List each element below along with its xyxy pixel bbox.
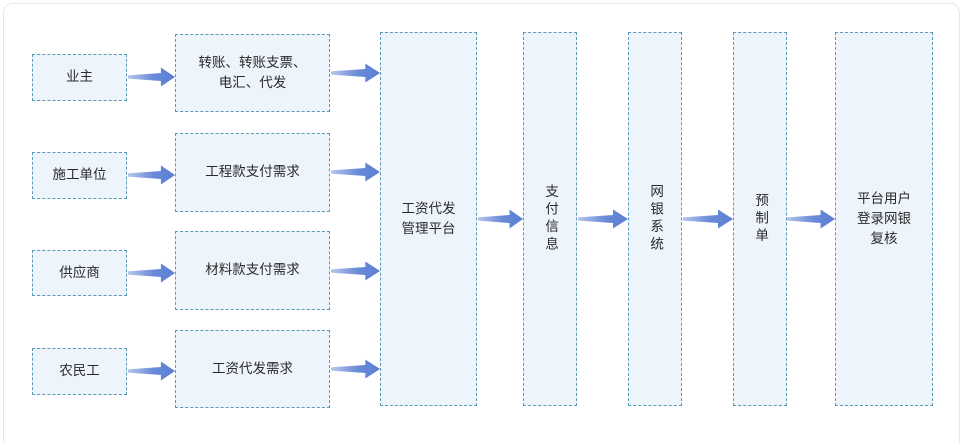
node-label-pay-info: 支付信息 bbox=[542, 184, 559, 254]
node-ebank-system[interactable]: 网银系统 bbox=[628, 32, 682, 406]
node-salary-need[interactable]: 工资代发需求 bbox=[175, 330, 330, 408]
arrow-supplier-to-material bbox=[128, 262, 175, 284]
arrow-glyph-icon bbox=[331, 63, 380, 83]
arrow-glyph-icon bbox=[128, 67, 175, 87]
node-pay-info[interactable]: 支付信息 bbox=[523, 32, 577, 406]
node-label-contractor: 施工单位 bbox=[52, 167, 107, 184]
arrow-material-to-platform bbox=[331, 260, 380, 282]
arrow-glyph-icon bbox=[578, 209, 628, 229]
arrow-contractor-to-project bbox=[128, 164, 175, 186]
arrow-payinfo-to-ebank bbox=[578, 208, 628, 230]
node-label-project-pay: 工程款支付需求 bbox=[205, 164, 300, 181]
node-label-transfer: 转账、转账支票、 电汇、代发 bbox=[198, 54, 307, 91]
arrow-glyph-icon bbox=[787, 209, 835, 229]
arrow-ebank-to-prefab bbox=[683, 208, 733, 230]
arrow-owner-to-transfer bbox=[128, 66, 175, 88]
node-label-platform: 工资代发 管理平台 bbox=[401, 200, 456, 237]
arrow-worker-to-salary bbox=[128, 360, 175, 382]
node-supplier[interactable]: 供应商 bbox=[32, 250, 127, 296]
arrow-project-to-platform bbox=[331, 161, 380, 183]
arrow-prefab-to-review bbox=[787, 208, 835, 230]
arrow-glyph-icon bbox=[478, 209, 523, 229]
node-label-material-pay: 材料款支付需求 bbox=[205, 262, 300, 279]
node-label-salary-need: 工资代发需求 bbox=[212, 360, 293, 377]
node-label-prefab-order: 预制单 bbox=[752, 192, 769, 246]
arrow-glyph-icon bbox=[128, 165, 175, 185]
canvas-frame bbox=[3, 3, 960, 443]
node-label-supplier: 供应商 bbox=[59, 264, 100, 281]
arrow-salary-to-platform bbox=[331, 358, 380, 380]
node-label-owner: 业主 bbox=[66, 69, 93, 86]
arrow-glyph-icon bbox=[331, 359, 380, 379]
node-platform[interactable]: 工资代发 管理平台 bbox=[380, 32, 477, 406]
node-contractor[interactable]: 施工单位 bbox=[32, 152, 127, 199]
node-worker[interactable]: 农民工 bbox=[32, 348, 127, 395]
node-material-pay[interactable]: 材料款支付需求 bbox=[175, 231, 330, 310]
arrow-glyph-icon bbox=[331, 261, 380, 281]
arrow-glyph-icon bbox=[683, 209, 733, 229]
node-user-review[interactable]: 平台用户 登录网银 复核 bbox=[835, 32, 933, 406]
node-prefab-order[interactable]: 预制单 bbox=[733, 32, 787, 406]
arrow-transfer-to-platform bbox=[331, 62, 380, 84]
node-project-pay[interactable]: 工程款支付需求 bbox=[175, 133, 330, 212]
node-label-worker: 农民工 bbox=[59, 363, 100, 380]
arrow-platform-to-payinfo bbox=[478, 208, 523, 230]
arrow-glyph-icon bbox=[128, 263, 175, 283]
arrow-glyph-icon bbox=[331, 162, 380, 182]
node-owner[interactable]: 业主 bbox=[32, 54, 127, 101]
arrow-glyph-icon bbox=[128, 361, 175, 381]
node-label-user-review: 平台用户 登录网银 复核 bbox=[857, 190, 911, 248]
node-label-ebank-system: 网银系统 bbox=[647, 184, 664, 254]
node-transfer[interactable]: 转账、转账支票、 电汇、代发 bbox=[175, 34, 330, 112]
